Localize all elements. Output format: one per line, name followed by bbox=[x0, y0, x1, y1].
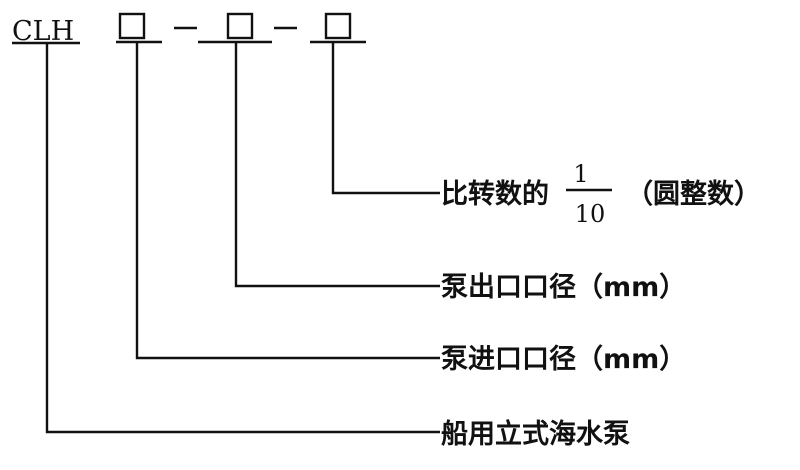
label-speed-suffix: （圆整数） bbox=[626, 179, 761, 210]
placeholder-box-2 bbox=[226, 12, 254, 40]
leader-outlet bbox=[234, 43, 440, 288]
label-outlet: 泵出口口径（mm） bbox=[441, 272, 686, 303]
leader-inlet bbox=[135, 43, 440, 360]
label-type: 船用立式海水泵 bbox=[441, 418, 630, 450]
leader-speed bbox=[331, 43, 440, 195]
leader-type bbox=[45, 44, 440, 434]
placeholder-box-1 bbox=[118, 12, 146, 40]
fraction-denominator: 10 bbox=[575, 200, 606, 228]
placeholder-box-3 bbox=[324, 12, 352, 40]
label-inlet: 泵进口口径（mm） bbox=[441, 344, 686, 375]
label-speed: 比转数的 bbox=[441, 178, 549, 210]
fraction-numerator: 1 bbox=[573, 160, 588, 188]
